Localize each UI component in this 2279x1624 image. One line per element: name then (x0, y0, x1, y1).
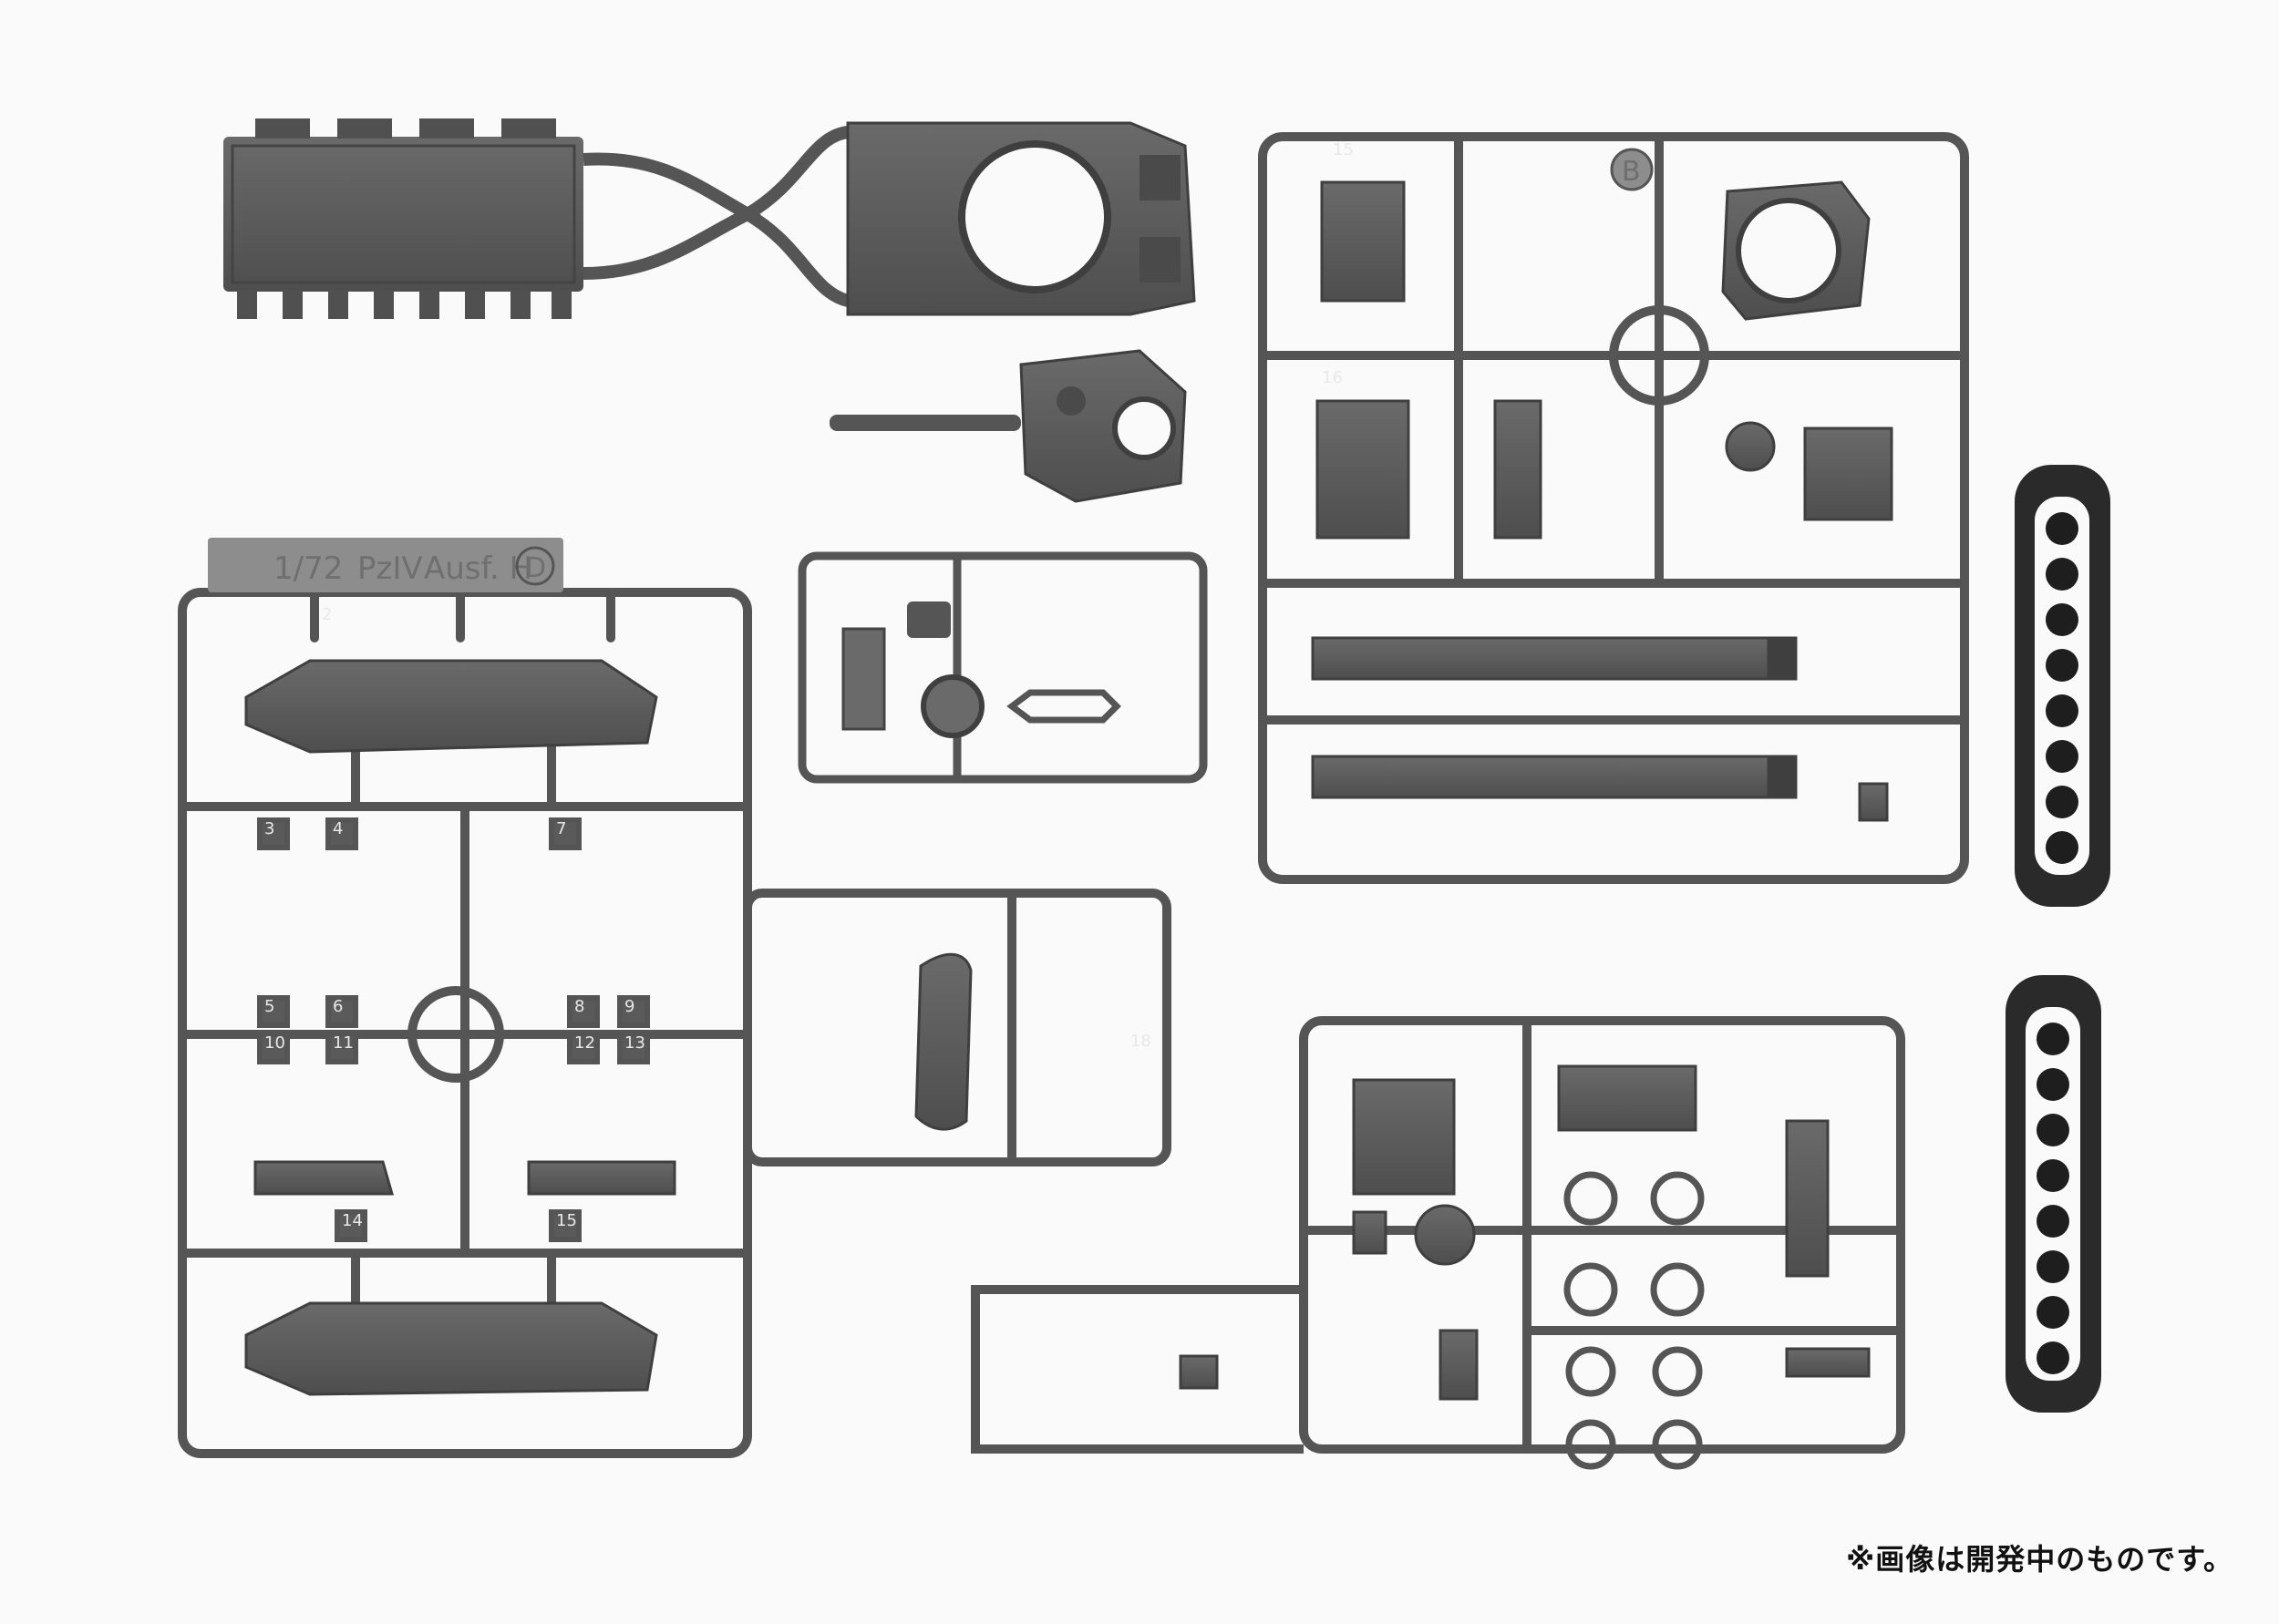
sprue-d-part-number: 12 (574, 1033, 595, 1053)
sprue-d-part-number: 10 (264, 1033, 285, 1053)
sprue-model-label: PzIV (357, 550, 423, 587)
sprue-variant-label: Ausf. H (424, 550, 532, 587)
fender-parts (244, 659, 676, 1396)
sprue-d-part-number: 15 (556, 1211, 577, 1230)
sprue-d-part-number: 7 (556, 819, 566, 838)
track-link-lower (2006, 975, 2101, 1413)
sprue-c-parts (1179, 1064, 1871, 1401)
sprue-d-part-number: 2 (322, 605, 332, 624)
sprue-b (1258, 132, 1969, 884)
sprue-b-ring (1736, 198, 1841, 303)
sprue-b-part-number: 15 (1333, 140, 1354, 159)
sprue-b-part-number: 16 (1322, 368, 1343, 387)
sprue-b-letter: B (1622, 156, 1641, 188)
side-skirt-part (914, 952, 973, 1131)
sprue-d-part-number: 11 (333, 1033, 354, 1053)
development-notice: ※画像は開発中のものです。 (1846, 1542, 2233, 1577)
sprue-d-label-tag: 1/72 PzIV Ausf. H D (208, 538, 563, 592)
sprue-scale-label: 1/72 (273, 550, 343, 587)
sprue-b-letter-tag: B (1610, 148, 1654, 191)
sprue-d-part-number: 8 (574, 997, 584, 1016)
small-sprue-parts (841, 601, 1121, 738)
sprue-d-part-number: 9 (624, 997, 634, 1016)
road-wheels (1563, 1171, 1705, 1470)
sprue-d-part-number: 5 (264, 997, 274, 1016)
turret-ring-plate (846, 121, 1196, 316)
suspension-parts (257, 817, 650, 1242)
sprue-d-part-number: 13 (624, 1033, 645, 1053)
turret-part (830, 349, 1187, 503)
sprue-d-part-number: 6 (333, 997, 343, 1016)
sprue-small (798, 551, 1208, 784)
upper-hull-part (223, 118, 851, 319)
sprue-letter-label: D (525, 552, 546, 584)
sprue-d-part-number: 3 (264, 819, 274, 838)
sprue-d-part-number: 14 (342, 1211, 363, 1230)
sprue-d-part-number: 4 (333, 819, 343, 838)
sprue-d-part-number: 18 (1130, 1032, 1151, 1051)
track-link-upper (2015, 465, 2110, 907)
